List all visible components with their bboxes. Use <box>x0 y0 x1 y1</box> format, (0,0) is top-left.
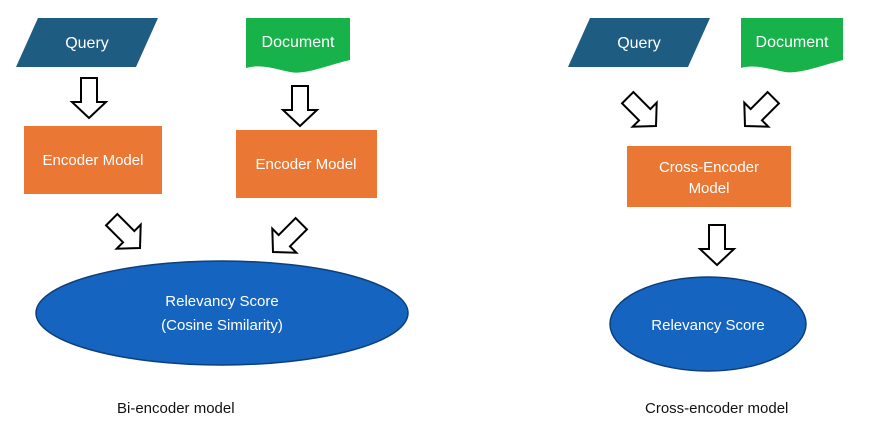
bi-relevancy-score-ellipse <box>35 260 409 366</box>
bi-query-shape <box>16 18 158 67</box>
cross-encoder-to-score-arrow <box>699 224 735 266</box>
bi-score-line2: (Cosine Similarity) <box>161 317 283 334</box>
bi-encoder-left-label: Encoder Model <box>43 152 144 169</box>
bi-query-label: Query <box>65 35 109 52</box>
bi-score-line1: Relevancy Score <box>165 293 278 310</box>
bi-query-to-encoder-arrow <box>71 77 107 119</box>
bi-left-encoder-to-score-arrow <box>98 206 154 262</box>
cross-document-to-encoder-arrow <box>731 84 787 140</box>
bi-query-node: Query <box>16 18 158 67</box>
cross-encoder-line1: Cross-Encoder <box>659 159 759 176</box>
bi-encoder-right-label: Encoder Model <box>256 156 357 173</box>
cross-document-label: Document <box>756 34 829 51</box>
bi-encoder-diagram: Query Document Encoder Model Encoder Mod… <box>16 18 409 366</box>
cross-encoder-node: Cross-Encoder Model <box>627 146 791 207</box>
cross-document-node: Document <box>741 18 843 73</box>
bi-document-to-encoder-arrow <box>282 85 318 127</box>
cross-relevancy-score-ellipse <box>609 276 807 372</box>
cross-score-label: Relevancy Score <box>651 317 764 334</box>
cross-document-shape <box>741 18 843 73</box>
cross-relevancy-score-node: Relevancy Score <box>609 276 807 372</box>
cross-encoder-line2: Model <box>689 180 730 197</box>
bi-document-label: Document <box>262 34 335 51</box>
bi-right-encoder-to-score-arrow <box>259 210 315 266</box>
cross-encoder-diagram: Query Document Cross-Encoder Model Relev… <box>568 18 843 372</box>
cross-query-node: Query <box>568 18 710 67</box>
bi-document-shape <box>246 18 350 73</box>
bi-document-node: Document <box>246 18 350 73</box>
bi-encoder-right-node: Encoder Model <box>236 130 377 198</box>
bi-relevancy-score-node: Relevancy Score (Cosine Similarity) <box>35 260 409 366</box>
bi-encoder-right-box <box>236 130 377 198</box>
cross-query-to-encoder-arrow <box>614 84 670 140</box>
bi-encoder-left-box <box>24 126 162 194</box>
cross-encoder-box <box>627 146 791 207</box>
cross-query-shape <box>568 18 710 67</box>
bi-encoder-left-node: Encoder Model <box>24 126 162 194</box>
bi-encoder-caption: Bi-encoder model <box>117 400 235 417</box>
cross-query-label: Query <box>617 35 661 52</box>
cross-encoder-caption: Cross-encoder model <box>645 400 789 417</box>
